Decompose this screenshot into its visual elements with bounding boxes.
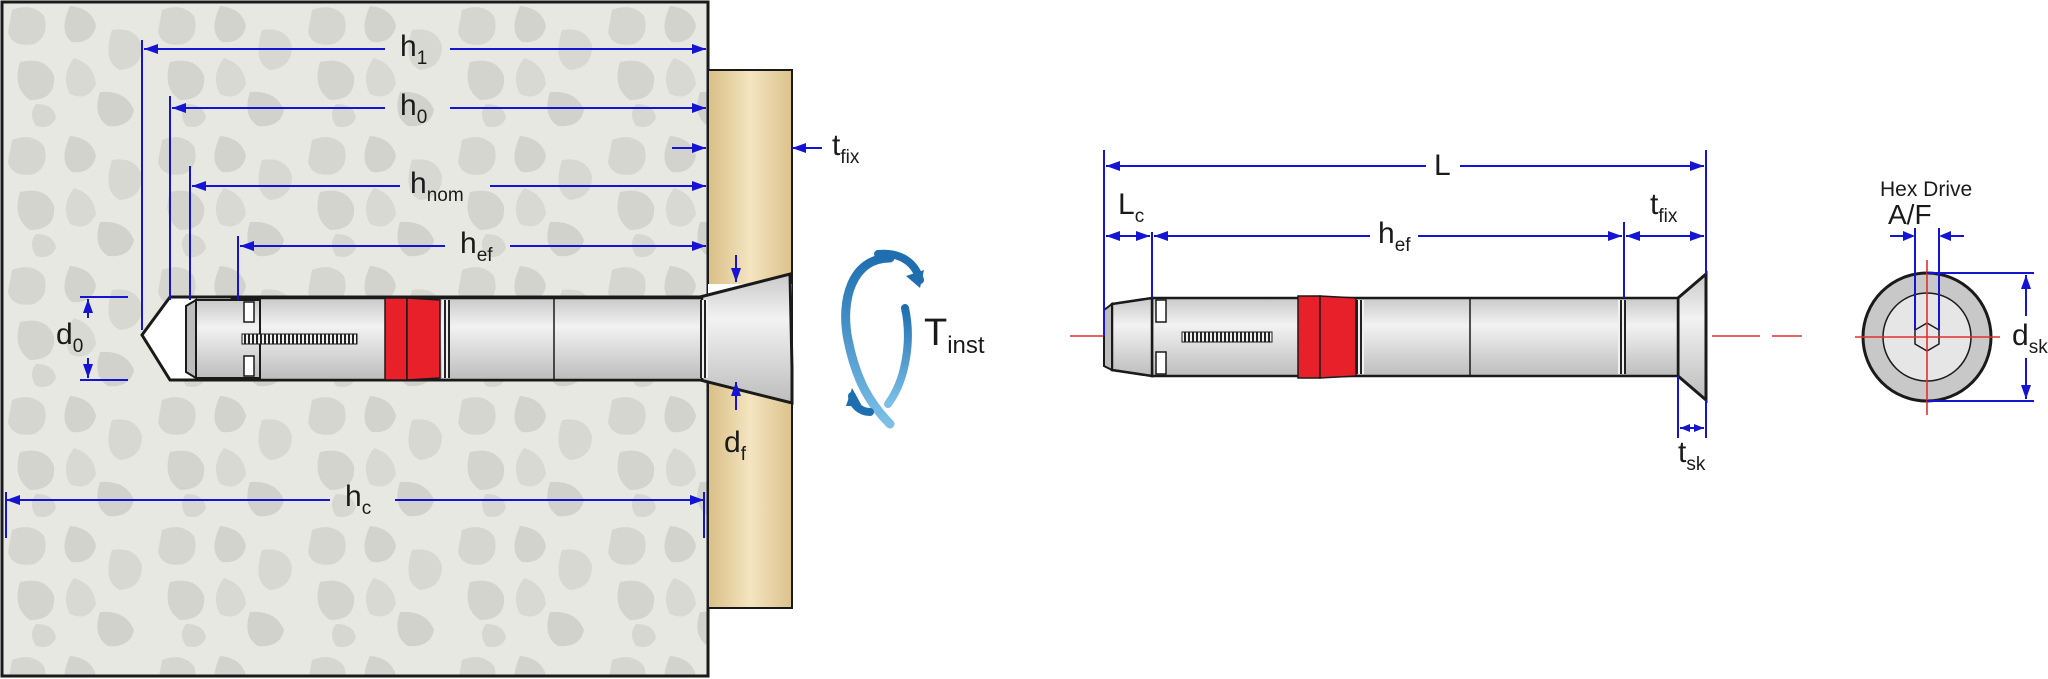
anchor-installed	[185, 272, 794, 405]
installed-view: h1 h0 hnom hef tfix d0 df hc	[0, 0, 985, 678]
label-tsk: tsk	[1678, 436, 1706, 475]
anchor-red-collar	[384, 297, 408, 381]
label-tfix-right: tfix	[1650, 188, 1678, 227]
label-d0: d0	[56, 318, 83, 357]
label-Lc: Lc	[1118, 188, 1144, 227]
anchor-head-end-view: Hex Drive A/F dsk	[1855, 178, 2048, 415]
label-af: A/F	[1888, 199, 1932, 230]
label-df: df	[724, 426, 747, 465]
label-tfix-left: tfix	[832, 129, 860, 168]
anchor-countersunk-head	[698, 272, 794, 405]
label-h0: h0	[400, 89, 427, 128]
anchor-red-collar	[406, 297, 441, 381]
anchor-tip	[1103, 302, 1113, 372]
anchor-sleeve-knurl	[442, 300, 450, 378]
anchor-cone-tab	[243, 301, 255, 323]
anchor-expansion-cone	[1110, 296, 1154, 378]
anchor-cone-tab	[1155, 351, 1167, 375]
anchor-red-collar	[1319, 295, 1357, 379]
label-tinst: Tinst	[924, 312, 985, 359]
label-hef-left: hef	[460, 227, 493, 266]
label-hc: hc	[345, 480, 371, 519]
anchor-knurl	[1618, 300, 1626, 374]
anchor-knurl	[1356, 300, 1364, 374]
label-dsk: dsk	[2012, 319, 2048, 358]
label-hnom: hnom	[410, 167, 464, 206]
anchor-countersunk-head	[1676, 270, 1708, 404]
label-L: L	[1434, 149, 1451, 182]
anchor-knurl	[700, 300, 708, 378]
anchor-cone-tab	[243, 355, 255, 377]
torque-arrow-icon	[841, 249, 924, 429]
anchor-tip	[185, 298, 197, 380]
anchor-side-view: L Lc hef tfix tsk	[1070, 149, 1802, 475]
label-hef-right: hef	[1378, 217, 1411, 256]
label-hex-drive: Hex Drive	[1880, 178, 1972, 201]
anchor-slot	[1181, 331, 1273, 343]
anchor-slot	[241, 333, 358, 345]
dimension-lines-left	[5, 40, 822, 538]
anchor-red-collar	[1297, 295, 1321, 379]
anchor-cone-tab	[1155, 299, 1167, 323]
label-h1: h1	[400, 30, 427, 69]
